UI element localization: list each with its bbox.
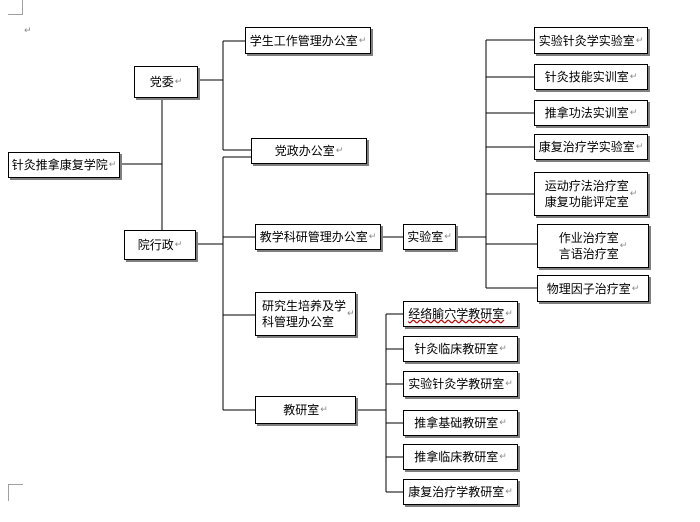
paragraph-mark: ↵ (24, 26, 32, 36)
crop-mark-top (8, 0, 23, 15)
node-yuanxingzheng: 院行政↵ (124, 230, 196, 260)
node-lab-wuliyinzi: 物理因子治疗室↵ (537, 275, 649, 302)
node-lab-yundong-kangfu: 运动疗法治疗室 康复功能评定室↵ (534, 172, 648, 216)
node-shiyanshi: 实验室↵ (403, 224, 456, 250)
node-lab-zuoye-yanyu: 作业治疗室 言语治疗室↵ (537, 224, 649, 268)
node-lab-tuinagongfa: 推拿功法实训室↵ (534, 100, 648, 126)
node-dept-shiyanzhenjiu: 实验针灸学教研室↵ (403, 371, 518, 397)
node-dangzheng-office: 党政办公室↵ (251, 138, 367, 164)
node-dept-kangfuzhiliao: 康复治疗学教研室↵ (403, 479, 518, 505)
node-root: 针灸推拿康复学院↵ (8, 152, 120, 178)
node-xuesheng-office: 学生工作管理办公室↵ (245, 27, 371, 54)
node-yanjiusheng-office: 研究生培养及学 科管理办公室↵ (255, 292, 356, 336)
node-lab-kangfuzhiliao: 康复治疗学实验室↵ (534, 134, 648, 160)
node-dept-jingluo: 经络腧穴学教研室↵ (403, 301, 518, 327)
node-dept-tuinalinchuang: 推拿临床教研室↵ (403, 444, 518, 470)
node-lab-zhenjiujineng: 针灸技能实训室↵ (534, 64, 648, 90)
node-dept-tuinajichu: 推拿基础教研室↵ (403, 410, 518, 436)
node-jiaoyanshi: 教研室↵ (255, 396, 356, 424)
node-jiaoxue-office: 教学科研管理办公室↵ (255, 224, 381, 250)
node-lab-shiyanzhenjiu: 实验针灸学实验室↵ (534, 27, 648, 54)
node-dangwei: 党委↵ (134, 66, 198, 98)
node-dept-zhenjiulinchuang: 针灸临床教研室↵ (403, 336, 518, 362)
crop-mark-bottom (8, 484, 23, 501)
